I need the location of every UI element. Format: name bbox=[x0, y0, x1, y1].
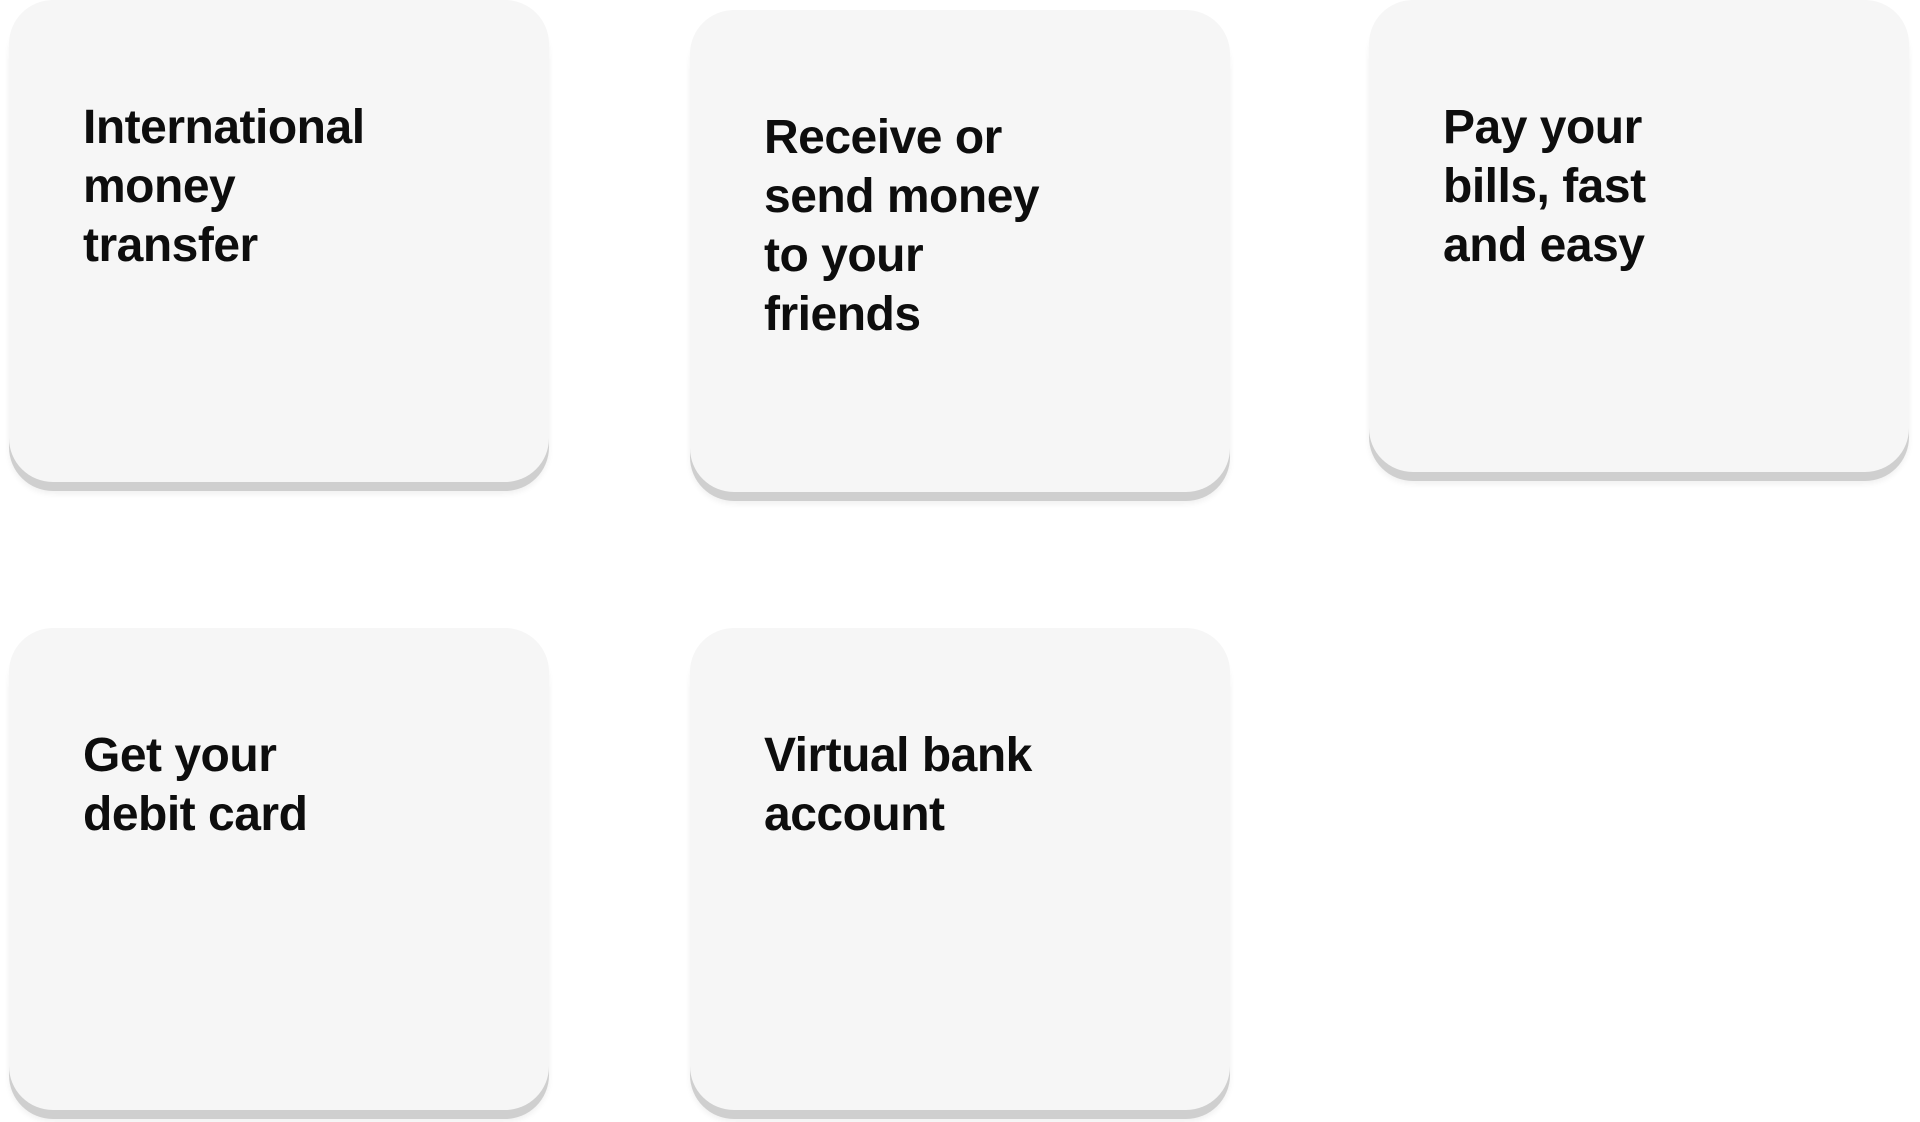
card-label: Receive or send money to your friends bbox=[764, 111, 1040, 341]
card-label: Virtual bank account bbox=[764, 729, 1032, 841]
card-label: Get your debit card bbox=[83, 729, 308, 841]
card-send-receive-money[interactable]: Receive or send money to your friends bbox=[690, 10, 1230, 492]
card-debit-card[interactable]: Get your debit card bbox=[9, 628, 549, 1110]
card-label: International money transfer bbox=[83, 101, 365, 272]
card-virtual-bank-account[interactable]: Virtual bank account bbox=[690, 628, 1230, 1110]
card-international-money-transfer[interactable]: International money transfer bbox=[9, 0, 549, 482]
card-pay-bills[interactable]: Pay your bills, fast and easy bbox=[1369, 0, 1909, 472]
card-label: Pay your bills, fast and easy bbox=[1443, 101, 1646, 272]
